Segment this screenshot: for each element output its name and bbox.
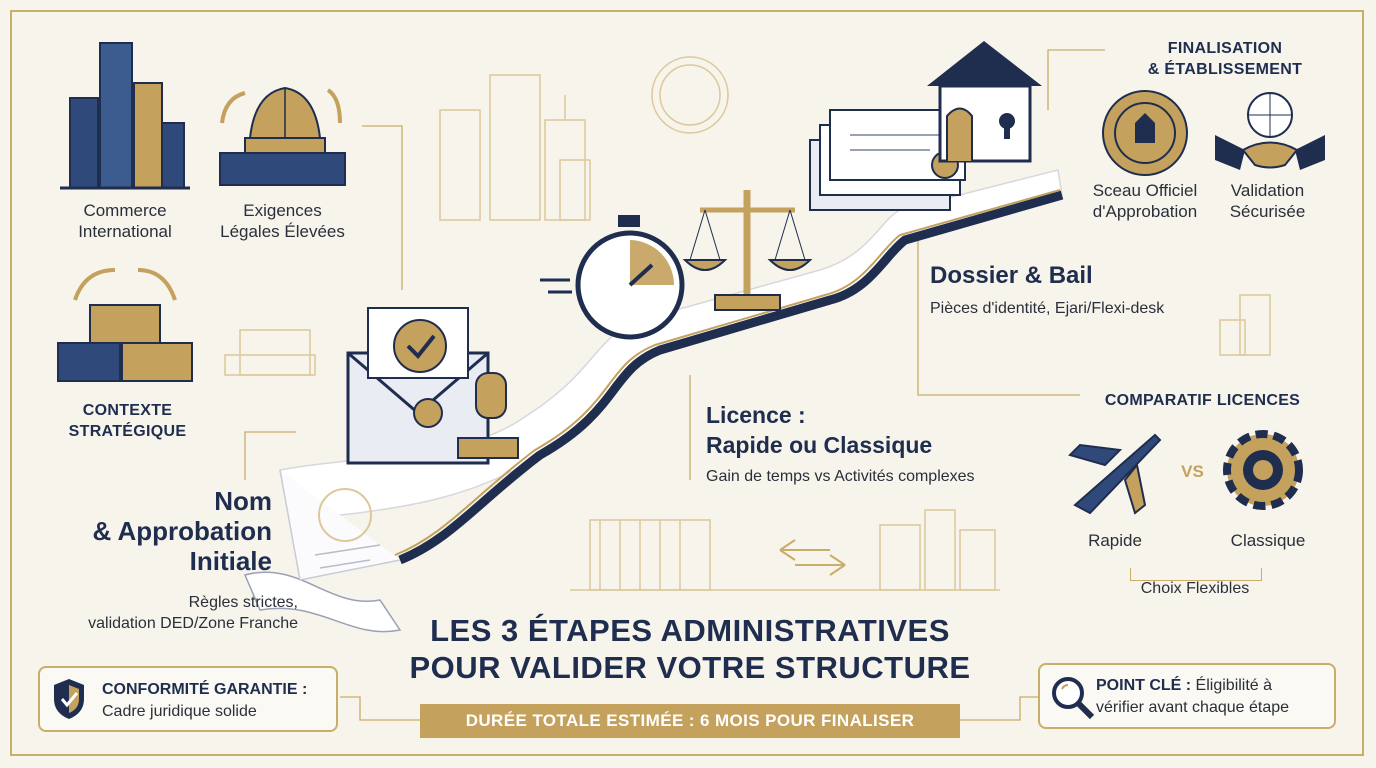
magnifier-icon <box>1052 677 1095 720</box>
skyscrapers-icon <box>60 42 190 190</box>
duration-banner: DURÉE TOTALE ESTIMÉE : 6 MOIS POUR FINAL… <box>420 704 960 738</box>
choix-flexibles-label: Choix Flexibles <box>1140 580 1250 597</box>
validation-securisee-label: Validation Sécurisée <box>1229 181 1306 221</box>
shield-check-icon <box>54 679 84 719</box>
point-cle-text: POINT CLÉ : Éligibilité à vérifier avant… <box>1096 675 1332 719</box>
handshake-globe-icon <box>1215 92 1325 170</box>
page-frame <box>10 10 1364 756</box>
conformite-box: CONFORMITÉ GARANTIE : Cadre juridique so… <box>38 666 338 732</box>
stopwatch-icon <box>540 215 685 340</box>
house-lock-icon <box>927 41 1042 163</box>
point-cle-description: Éligibilité à vérifier avant chaque étap… <box>1096 677 1290 716</box>
point-cle-title: POINT CLÉ : <box>1096 677 1192 694</box>
conformite-title: CONFORMITÉ GARANTIE : <box>102 681 308 698</box>
envelope-approval-icon <box>346 307 519 465</box>
gear-icon <box>1223 430 1303 510</box>
step2-description: Gain de temps vs Activités complexes <box>706 468 975 485</box>
rapide-label: Rapide <box>1088 531 1142 550</box>
shipping-containers-icon <box>57 268 193 382</box>
comparatif-licences-title: COMPARATIF LICENCES <box>1104 392 1301 409</box>
step1-title: Nom & Approbation Initiale <box>92 486 272 576</box>
conformite-text: Cadre juridique solide <box>102 703 257 720</box>
commerce-international-label: Commerce International <box>78 201 172 241</box>
scales-of-justice-icon <box>682 190 813 311</box>
step2-title: Licence : Rapide ou Classique <box>706 402 933 458</box>
exigences-legales-label: Exigences Légales Élevées <box>220 201 345 241</box>
contexte-strategique-label: CONTEXTE STRATÉGIQUE <box>68 402 187 440</box>
airplane-icon <box>1068 433 1162 515</box>
step3-title: Dossier & Bail <box>930 262 1093 289</box>
point-cle-box: POINT CLÉ : Éligibilité à vérifier avant… <box>1038 663 1336 729</box>
main-title: LES 3 ÉTAPES ADMINISTRATIVES POUR VALIDE… <box>409 613 971 685</box>
step1-description: Règles strictes, validation DED/Zone Fra… <box>88 594 298 632</box>
legal-building-icon <box>219 86 346 186</box>
finalisation-title: FINALISATION & ÉTABLISSEMENT <box>1147 40 1303 78</box>
classique-label: Classique <box>1230 531 1306 550</box>
official-seal-icon <box>1102 90 1188 176</box>
choix-bracket <box>1130 568 1262 581</box>
step3-description: Pièces d'identité, Ejari/Flexi-desk <box>930 300 1165 317</box>
sceau-officiel-label: Sceau Officiel d'Approbation <box>1092 181 1198 221</box>
vs-label: VS <box>1181 462 1204 481</box>
